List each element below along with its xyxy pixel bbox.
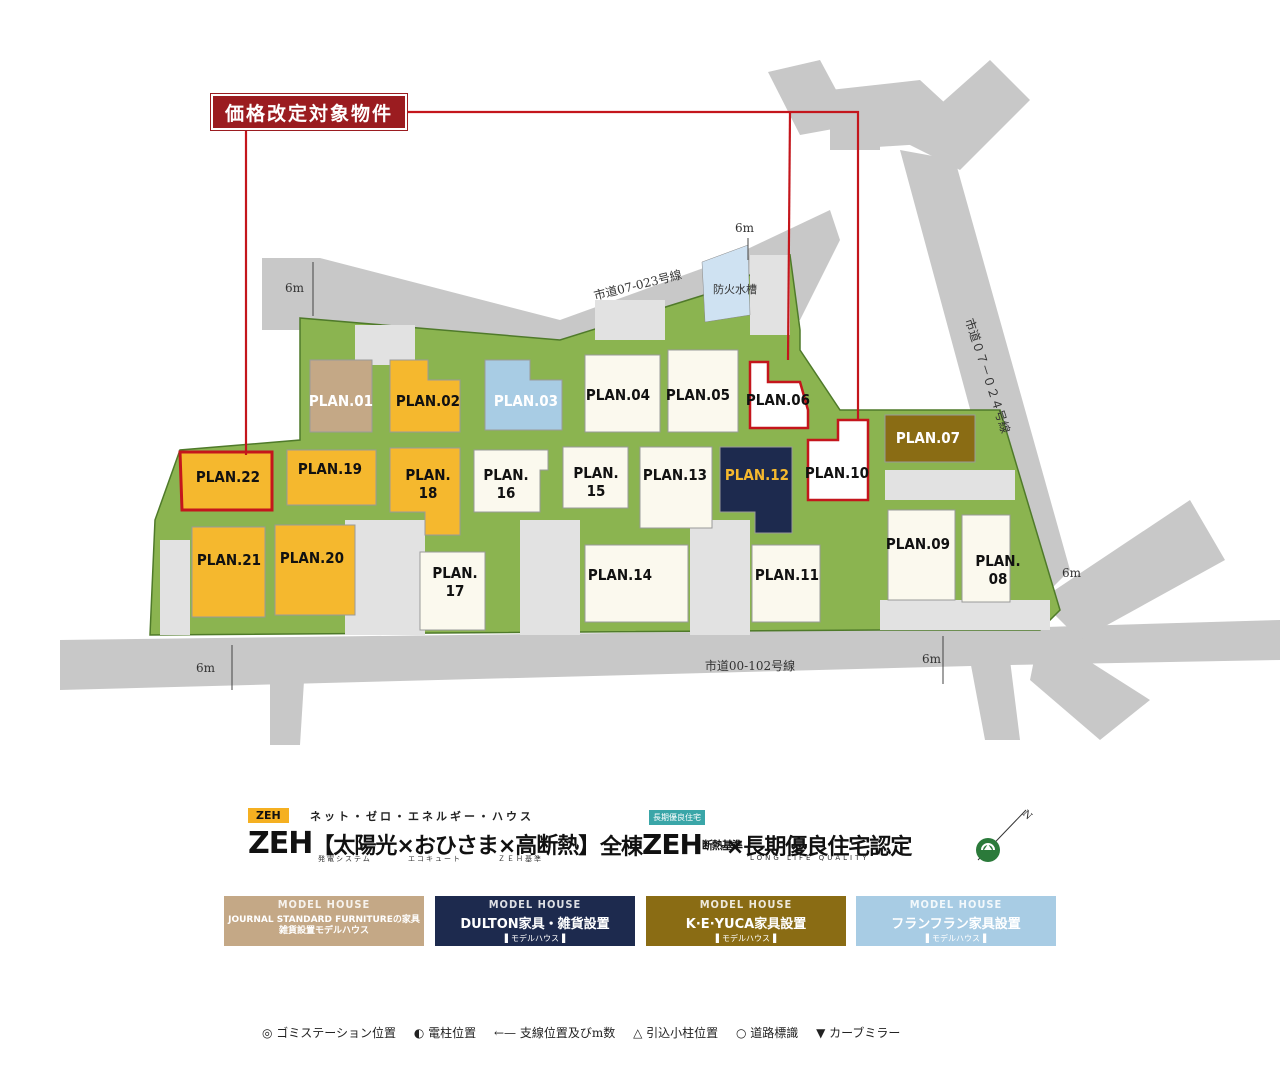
lot-plan-04[interactable] xyxy=(584,354,661,433)
lot-label-plan-21: PLAN.21 xyxy=(197,551,261,569)
all-zeh-sub: LONG LIFE QUALITY xyxy=(750,854,870,862)
legend-pole: ◐ 電柱位置 xyxy=(413,1026,477,1040)
lot-plan-10[interactable] xyxy=(806,418,870,502)
lot-label-plan-02: PLAN.02 xyxy=(396,392,460,410)
zeh-main: ZEH【太陽光×おひさま×高断熱】 xyxy=(248,826,600,861)
lot-plan-12[interactable] xyxy=(719,446,793,534)
site xyxy=(149,244,1061,636)
lot-plan-07[interactable] xyxy=(884,414,976,463)
zeh-kana: ネット・ゼロ・エネルギー・ハウス xyxy=(310,810,534,823)
legend-garbage: ◎ ゴミステーション位置 xyxy=(262,1026,397,1040)
lot-label-plan-17: PLAN.17 xyxy=(432,564,477,600)
legend-lead-in: △ 引込小柱位置 xyxy=(633,1026,719,1040)
lot-label-plan-13: PLAN.13 xyxy=(643,466,707,484)
lot-label-plan-19: PLAN.19 xyxy=(298,460,362,478)
lot-plan-20[interactable] xyxy=(274,524,356,616)
lot-label-plan-08: PLAN.08 xyxy=(975,552,1020,588)
model-house-keyuca: MODEL HOUSE K·E·YUCA家具設置 ▌モデルハウス▐ xyxy=(646,896,846,946)
model-house-francfranc: MODEL HOUSE フランフラン家具設置 ▌モデルハウス▐ xyxy=(856,896,1056,946)
lot-plan-11[interactable] xyxy=(751,544,821,623)
lot-label-plan-14: PLAN.14 xyxy=(588,566,652,584)
lot-plan-13[interactable] xyxy=(639,446,713,529)
lot-plan-03[interactable] xyxy=(484,359,563,431)
lot-label-plan-16: PLAN.16 xyxy=(483,466,528,502)
lot-plan-22[interactable] xyxy=(178,450,274,512)
lot-plan-17[interactable] xyxy=(419,551,486,631)
water-tank-label: 防火水槽 xyxy=(713,282,757,296)
lot-label-plan-20: PLAN.20 xyxy=(280,549,344,567)
lot-label-plan-18: PLAN.18 xyxy=(405,466,450,502)
map-legend: ◎ ゴミステーション位置 ◐ 電柱位置 ←— 支線位置及びm数 △ 引込小柱位置… xyxy=(262,1024,914,1041)
lot-plan-14[interactable] xyxy=(584,544,689,623)
model-house-jsf: MODEL HOUSE JOURNAL STANDARD FURNITUREの家… xyxy=(224,896,424,946)
lot-label-plan-01: PLAN.01 xyxy=(309,392,373,410)
road-width-southwest: 6m xyxy=(196,661,216,675)
price-lines xyxy=(244,110,860,455)
lot-label-plan-12: PLAN.12 xyxy=(725,466,789,484)
lot-plan-09[interactable] xyxy=(887,509,956,601)
lot-plan-16[interactable] xyxy=(473,449,549,513)
lot-plan-15[interactable] xyxy=(562,446,629,509)
zeh-item1-sub: 発電システム xyxy=(318,855,372,863)
road-width-north: 6m xyxy=(735,221,755,235)
legend-guy-wire: ←— 支線位置及びm数 xyxy=(494,1026,616,1040)
lot-label-plan-22: PLAN.22 xyxy=(196,468,260,486)
lot-plan-18[interactable] xyxy=(389,447,461,536)
lot-label-plan-10: PLAN.10 xyxy=(805,464,869,482)
long-life-badge: 長期優良住宅 xyxy=(649,810,705,825)
road-width-northwest: 6m xyxy=(285,281,305,295)
zeh-item2-sub: エコキュート xyxy=(408,855,462,863)
lot-plan-21[interactable] xyxy=(191,526,266,618)
legend-road-sign: ○ 道路標識 xyxy=(735,1026,799,1040)
lot-plan-01[interactable] xyxy=(309,359,373,433)
lot-label-plan-15: PLAN.15 xyxy=(573,464,618,500)
lot-plan-06[interactable] xyxy=(748,360,810,430)
lot-plan-05[interactable] xyxy=(667,349,739,433)
road-label-south: 市道00-102号線 xyxy=(705,658,795,673)
all-zeh-main: 全棟ZEH断熱基準×長期優良住宅認定 xyxy=(600,828,912,861)
svg-text:N: N xyxy=(1020,808,1034,822)
road-width-southeast: 6m xyxy=(922,652,942,666)
model-house-dulton: MODEL HOUSE DULTON家具・雑貨設置 ▌モデルハウス▐ xyxy=(435,896,635,946)
lot-label-plan-04: PLAN.04 xyxy=(586,386,650,404)
zeh-tag: ZEH xyxy=(248,808,289,823)
compass-icon: N xyxy=(976,808,1034,862)
lot-label-plan-05: PLAN.05 xyxy=(666,386,730,404)
road-width-east: 6m xyxy=(1062,566,1082,580)
lot-plan-19[interactable] xyxy=(286,449,377,506)
lot-label-plan-03: PLAN.03 xyxy=(494,392,558,410)
lot-label-plan-09: PLAN.09 xyxy=(886,535,950,553)
lot-plan-08[interactable] xyxy=(961,514,1011,603)
legend-curve-mirror: ▼ カーブミラー xyxy=(816,1026,901,1040)
lot-label-plan-07: PLAN.07 xyxy=(896,429,960,447)
lot-label-plan-06: PLAN.06 xyxy=(746,391,810,409)
lot-plan-02[interactable] xyxy=(389,359,461,433)
width-markers xyxy=(231,238,944,690)
lot-label-plan-11: PLAN.11 xyxy=(755,566,819,584)
price-change-notice: 価格改定対象物件 xyxy=(210,93,408,131)
zeh-item3-sub: ＺＥＨ基準 xyxy=(498,855,543,863)
